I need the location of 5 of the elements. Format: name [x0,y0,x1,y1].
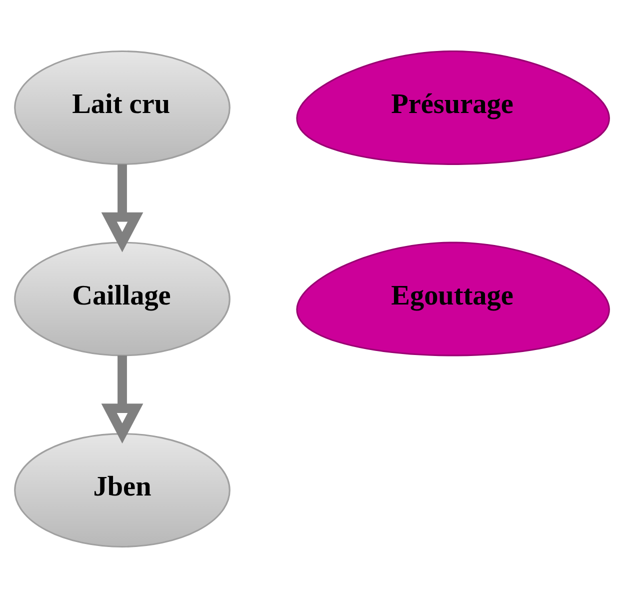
node-ellipse: Caillage [14,241,230,356]
arrow [101,164,144,252]
node-ellipse: Jben [14,432,230,548]
node-ellipse: Lait cru [14,50,230,164]
arrow [101,355,144,444]
